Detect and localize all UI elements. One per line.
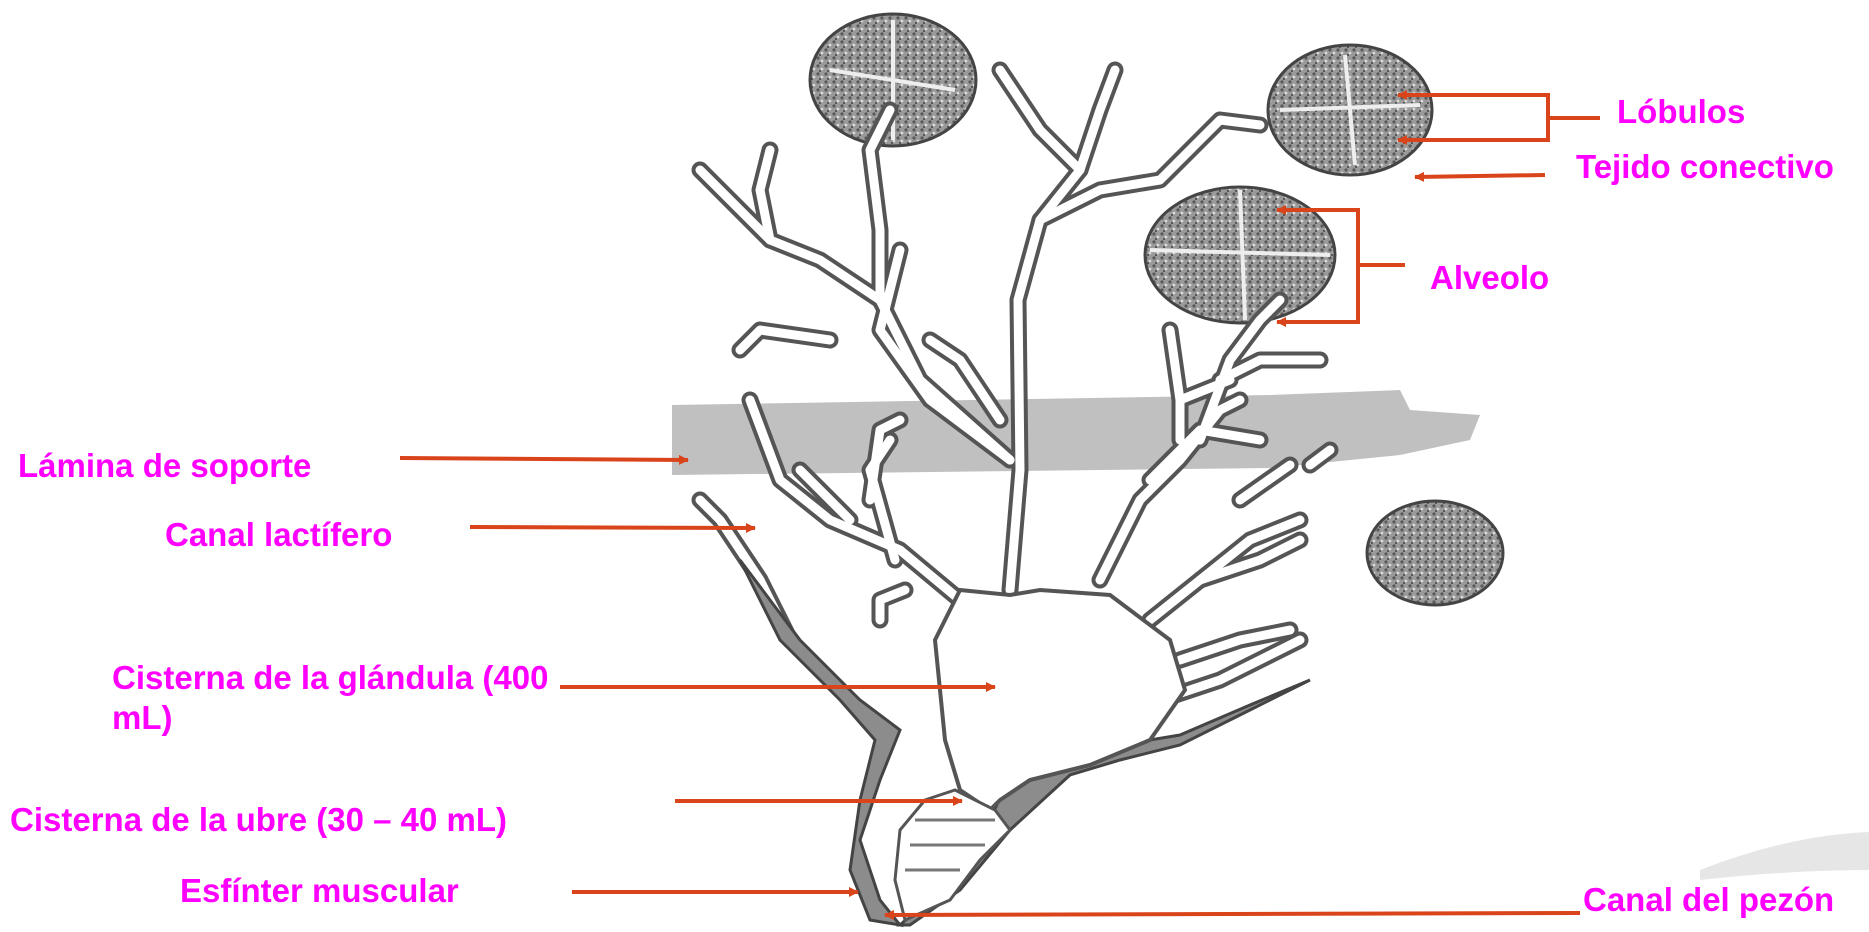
label-tejido-conectivo: Tejido conectivo xyxy=(1576,147,1834,187)
lobule-top-right xyxy=(1268,45,1432,175)
background-swoosh xyxy=(1700,832,1869,880)
alveolus-lobule xyxy=(1145,187,1335,323)
lobule-lower-right xyxy=(1367,501,1503,605)
label-cisterna-glandula: Cisterna de la glándula (400 mL) xyxy=(112,658,612,738)
arrow-lamina xyxy=(400,458,688,460)
lobule-top-left xyxy=(810,14,976,146)
label-canal-pezon: Canal del pezón xyxy=(1583,880,1834,920)
label-esfinter-muscular: Esfínter muscular xyxy=(180,871,459,911)
arrow-tejido xyxy=(1415,175,1545,177)
udder-cistern xyxy=(895,790,1010,920)
support-lamina-band xyxy=(672,390,1480,475)
label-cisterna-ubre: Cisterna de la ubre (30 – 40 mL) xyxy=(10,800,507,840)
label-lamina-soporte: Lámina de soporte xyxy=(18,446,311,486)
arrow-canal-lactifero xyxy=(470,527,755,528)
label-lobulos: Lóbulos xyxy=(1617,92,1745,132)
arrow-canal-pezon xyxy=(885,913,1580,915)
label-canal-lactifero: Canal lactífero xyxy=(165,515,392,555)
label-alveolo: Alveolo xyxy=(1430,258,1549,298)
